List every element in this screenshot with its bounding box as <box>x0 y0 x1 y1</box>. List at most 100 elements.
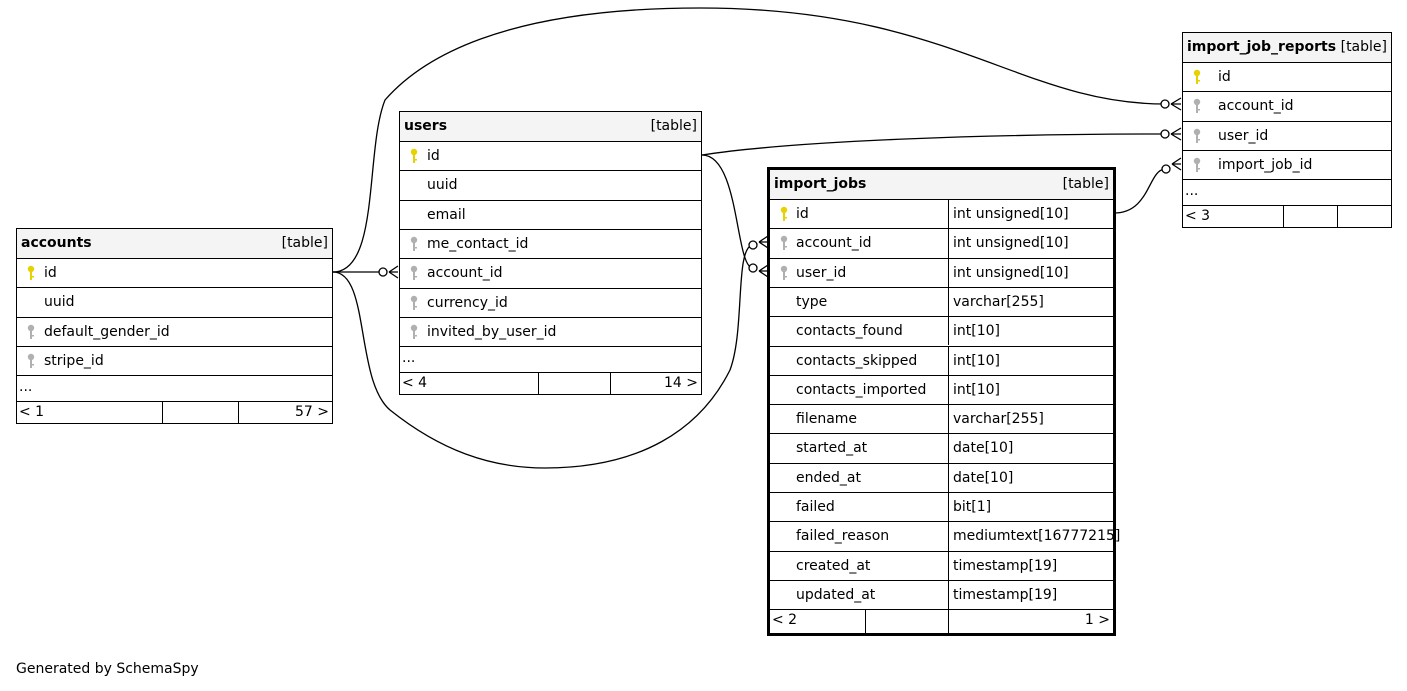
column-row[interactable]: currency_id <box>400 287 701 317</box>
column-row[interactable]: uuid <box>17 287 332 316</box>
foreign-key-icon <box>410 236 418 252</box>
column-divider <box>948 463 949 492</box>
column-name: account_id <box>796 235 872 252</box>
table-kind: [table] <box>650 118 697 134</box>
table-name: import_job_reports <box>1187 39 1337 55</box>
column-divider <box>948 434 949 463</box>
column-row[interactable]: account_id <box>400 258 701 287</box>
column-name: contacts_found <box>796 323 903 340</box>
column-name: me_contact_id <box>427 235 529 252</box>
foreign-key-icon <box>27 353 35 369</box>
column-divider <box>948 375 949 405</box>
primary-key-icon <box>780 206 788 222</box>
table-kind: [table] <box>1062 176 1109 192</box>
column-name: email <box>427 206 466 223</box>
table-footer: < 1 57 > <box>17 401 332 423</box>
column-divider <box>948 200 949 229</box>
column-name: type <box>796 293 828 310</box>
column-divider <box>948 493 949 522</box>
primary-key-icon <box>1193 69 1201 85</box>
column-divider <box>948 229 949 258</box>
column-type: mediumtext[16777215] <box>953 528 1121 545</box>
more-columns-indicator: ... <box>1183 179 1391 205</box>
column-name: failed <box>796 499 835 515</box>
column-row[interactable]: import_job_id <box>1183 149 1391 179</box>
column-name: account_id <box>427 265 503 282</box>
table-header: accounts [table] <box>17 229 332 258</box>
primary-key-icon <box>27 265 35 281</box>
column-divider <box>948 405 949 434</box>
column-row[interactable]: invited_by_user_id <box>400 316 701 346</box>
column-name: uuid <box>427 177 458 194</box>
more-text: ... <box>402 350 416 367</box>
column-divider <box>948 317 949 346</box>
foreign-key-icon <box>1193 128 1201 144</box>
column-row[interactable]: default_gender_id <box>17 316 332 346</box>
column-name: uuid <box>44 294 75 311</box>
column-row[interactable]: id <box>17 258 332 287</box>
edge-users-reports-user <box>701 133 1166 156</box>
column-name: default_gender_id <box>44 323 170 340</box>
footer-divider <box>1337 206 1338 227</box>
footer-divider <box>865 610 866 633</box>
more-columns-indicator: ... <box>17 375 332 401</box>
more-columns-indicator: ... <box>400 346 701 372</box>
more-text: ... <box>19 379 33 396</box>
column-row[interactable]: uuid <box>400 170 701 199</box>
table-accounts[interactable]: accounts [table] id uuid default_gender_id… <box>16 228 333 424</box>
table-header: import_jobs [table] <box>770 170 1113 199</box>
column-row[interactable]: user_id <box>1183 120 1391 150</box>
foreign-key-icon <box>780 235 788 251</box>
column-row[interactable]: failed_reason mediumtext[16777215] <box>770 521 1120 551</box>
column-row[interactable]: email <box>400 199 701 229</box>
column-type: varchar[255] <box>953 411 1044 428</box>
column-row[interactable]: id <box>1183 62 1391 91</box>
column-name: contacts_imported <box>796 381 927 398</box>
child-count: 57 > <box>295 404 329 421</box>
parent-count: < 3 <box>1185 208 1211 225</box>
column-divider <box>948 258 949 287</box>
column-name: started_at <box>796 440 868 457</box>
column-row[interactable]: stripe_id <box>17 345 332 375</box>
column-name: failed_reason <box>796 528 890 545</box>
column-divider <box>948 346 949 375</box>
column-type: int unsigned[10] <box>953 264 1069 281</box>
primary-key-icon <box>410 148 418 164</box>
column-row[interactable]: id <box>400 141 701 170</box>
edge-users-jobs-user <box>701 154 754 269</box>
generated-by-text: Generated by SchemaSpy <box>16 661 199 677</box>
column-row[interactable]: account_id <box>1183 91 1391 120</box>
column-name: id <box>1218 69 1231 85</box>
column-type: bit[1] <box>953 499 992 515</box>
parent-count: < 1 <box>19 404 45 421</box>
column-name: currency_id <box>427 294 508 311</box>
table-name: users <box>404 118 448 134</box>
column-row[interactable]: failed bit[1] <box>770 492 1113 522</box>
parent-count: < 4 <box>402 375 428 392</box>
column-type: date[10] <box>953 469 1014 486</box>
column-type: int[10] <box>953 381 1000 398</box>
column-name: id <box>796 206 809 222</box>
foreign-key-icon <box>27 324 35 340</box>
footer-divider <box>610 373 611 394</box>
column-type: int[10] <box>953 323 1000 340</box>
column-row[interactable]: contacts_found int[10] <box>770 316 1113 346</box>
child-count: 14 > <box>664 375 698 392</box>
footer-divider <box>162 402 163 423</box>
column-row[interactable]: me_contact_id <box>400 228 701 258</box>
column-row[interactable]: contacts_imported int[10] <box>770 374 1113 405</box>
